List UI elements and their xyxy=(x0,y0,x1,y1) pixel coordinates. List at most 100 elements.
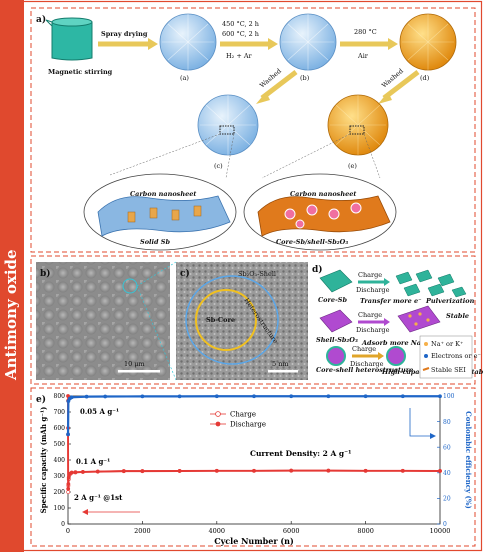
series-2-point-11 xyxy=(326,394,331,399)
arrow-left-axis-head xyxy=(82,509,88,515)
series-1-point-19 xyxy=(438,468,442,473)
y2-axis-label: Coulombic efficiency (%) xyxy=(464,411,473,509)
rate-label-1: 0.05 A g⁻¹ xyxy=(80,407,119,416)
charge-3: Charge xyxy=(352,345,376,353)
series-1-point-3 xyxy=(66,482,71,486)
core-shell-label: Core-shell heterostructure xyxy=(316,366,413,374)
series-1-point-17 xyxy=(363,468,368,473)
series-2-point-14 xyxy=(438,394,442,399)
series-2-point-10 xyxy=(289,394,294,399)
series-1-point-15 xyxy=(289,468,294,473)
y-axis-label: Specific capacity (mAh g⁻¹) xyxy=(39,407,48,514)
sheet1-sub: Solid Sb xyxy=(140,238,170,246)
sheet2-sub: Core-Sb/shell-Sb₂O₃ xyxy=(276,238,348,246)
tem-shell-label: Sb₂O₃-Shell xyxy=(238,270,276,278)
series-1-point-18 xyxy=(400,468,405,473)
zoom-lines-1 xyxy=(109,133,235,179)
legend-discharge-marker xyxy=(215,421,221,427)
sem-scale-bar xyxy=(118,370,160,373)
magnetic-stirring-label: Magnetic stirring xyxy=(48,68,113,76)
sheet2-title: Carbon nanosheet xyxy=(290,190,356,198)
core-shell-particles xyxy=(284,202,362,229)
zoom-box-e xyxy=(349,125,365,135)
series-0-point-2 xyxy=(66,490,71,494)
tem-scale-text: 5 nm xyxy=(272,360,289,368)
chart-marks xyxy=(66,394,442,494)
sem-zoom-lines xyxy=(136,261,177,381)
series-1-point-14 xyxy=(252,468,256,473)
panel-a-letter: a) xyxy=(36,14,46,25)
legend-charge-text: Charge xyxy=(230,411,256,419)
series-1-point-11 xyxy=(140,469,145,473)
tem-scale-bar xyxy=(268,370,298,373)
tem-core-label: Sb-Core xyxy=(206,316,235,324)
series-2-point-0 xyxy=(66,432,70,437)
panel-d-legend xyxy=(419,335,473,379)
series-1-point-2 xyxy=(66,486,71,491)
series-2-point-3 xyxy=(69,395,74,400)
legend-ion-swatch xyxy=(424,342,428,346)
y-tick-label-0: 0 xyxy=(61,521,65,528)
gas2: Air xyxy=(357,52,369,60)
series-2-point-5 xyxy=(103,394,108,399)
panel-d-letter: d) xyxy=(312,264,323,275)
x-tick-label-4: 8000 xyxy=(357,527,374,535)
x-tick-label-5: 10000 xyxy=(430,527,451,535)
arrow-d1-head xyxy=(384,278,390,286)
series-1-point-16 xyxy=(326,468,331,473)
shell-label: Shell-Sb₂O₃ xyxy=(316,336,358,344)
y-tick-label-6: 600 xyxy=(54,425,66,432)
series-2-point-4 xyxy=(84,394,89,399)
y2-tick-label-4: 80 xyxy=(443,419,451,426)
discharge-3: Discharge xyxy=(350,360,384,368)
sem-image xyxy=(36,262,170,380)
y2-tick-label-3: 60 xyxy=(443,444,451,451)
core-sb-label: Core-Sb xyxy=(318,296,347,304)
sb-particles xyxy=(127,205,202,223)
legend-charge-marker xyxy=(215,411,221,417)
discharge-2: Discharge xyxy=(356,326,390,334)
arrow-right-axis xyxy=(409,408,432,437)
series-1-point-10 xyxy=(121,469,126,473)
shell-sb2o3-sheet xyxy=(319,309,353,333)
sphere-a-facets xyxy=(162,14,214,70)
arrow-spray-head xyxy=(148,38,158,50)
side-title: Antimony oxide xyxy=(2,249,20,381)
charge-2: Charge xyxy=(358,311,382,319)
y-tick-label-8: 800 xyxy=(54,393,66,400)
panel-b-letter: b) xyxy=(40,268,51,279)
series-1-point-0 xyxy=(66,394,70,398)
y2-tick-label-5: 100 xyxy=(443,393,455,400)
arrow-washed-2-head xyxy=(378,92,392,104)
sphere-d-facets xyxy=(402,14,454,70)
series-1-point-7 xyxy=(73,470,78,475)
panel-e-frame xyxy=(30,387,476,547)
panel-c-letter: c) xyxy=(180,268,190,279)
series-2-point-6 xyxy=(140,394,145,399)
tag-a: (a) xyxy=(180,74,189,82)
series-1-point-8 xyxy=(80,469,85,474)
legend-1: Na⁺ or K⁺ xyxy=(431,340,463,348)
pulverization-label: Pulverization xyxy=(425,297,475,305)
legend-2: Electrons or e⁻ xyxy=(431,352,481,360)
core-sb-sheet xyxy=(319,269,353,293)
y-tick-label-5: 500 xyxy=(54,441,66,448)
adsorb-label: Adsorb more Na⁺/K⁺ xyxy=(361,339,436,347)
beaker-icon xyxy=(45,17,93,61)
stable-label: Stable xyxy=(446,312,469,320)
x-tick-label-3: 6000 xyxy=(283,527,300,535)
cond1-a: 450 °C, 2 h xyxy=(222,20,259,28)
y-tick-label-2: 200 xyxy=(54,489,66,496)
sem-scale-text: 10 μm xyxy=(124,360,145,368)
y2-tick-label-1: 20 xyxy=(443,496,451,503)
transfer-label: Transfer more e⁻ xyxy=(360,297,422,305)
core-shell-result-icon xyxy=(386,346,406,366)
panel-bcd-frame xyxy=(30,255,476,385)
charge-1: Charge xyxy=(358,271,382,279)
x-tick-label-0: 0 xyxy=(66,527,70,535)
y-tick-label-3: 300 xyxy=(54,473,66,480)
cond2: 280 °C xyxy=(354,28,377,36)
cond1-b: 600 °C, 2 h xyxy=(222,30,259,38)
